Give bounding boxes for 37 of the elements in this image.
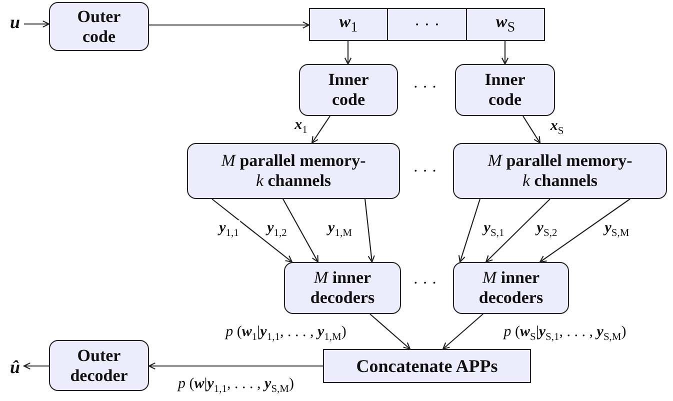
process-box: Outer decoder — [49, 340, 149, 391]
process-box: M parallel memory-k channels — [187, 143, 400, 199]
arrow — [501, 41, 509, 65]
edge-label: p (w|y$_{1,1}$, . . . , y$_{S,M}$) — [176, 376, 296, 396]
process-box: Concatenate APPs — [323, 349, 531, 383]
ellipsis-label: · · · — [413, 79, 437, 97]
codeword-cell: · · · — [387, 8, 467, 41]
symbol-label: û — [6, 355, 24, 379]
arrow — [370, 314, 411, 350]
symbol-label: u — [6, 10, 24, 34]
arrow — [539, 198, 630, 263]
arrow — [485, 198, 550, 263]
ellipsis-label: · · · — [413, 275, 437, 293]
process-box: M inner decoders — [284, 262, 401, 314]
ellipsis-label: · · · — [413, 163, 437, 181]
edge-label: y$_{1,1}$ — [218, 220, 240, 240]
arrow — [282, 198, 319, 263]
arrow — [212, 198, 293, 263]
arrow — [148, 362, 323, 370]
arrow — [344, 41, 352, 65]
arrow — [24, 20, 50, 28]
codeword-cell: w$_{S}$ — [466, 8, 545, 41]
process-box: M parallel memory-k channels — [453, 143, 667, 199]
process-box: M inner decoders — [453, 262, 569, 314]
codeword-cell: w$_{1}$ — [309, 8, 388, 41]
arrow — [458, 198, 481, 263]
arrow — [149, 21, 310, 29]
process-box: Inner code — [299, 64, 398, 116]
arrow — [23, 362, 49, 370]
process-box: Outer code — [49, 2, 149, 51]
arrow — [364, 198, 375, 263]
process-box: Inner code — [455, 64, 555, 116]
edge-label: p (w$_{1}$|y$_{1,1}$, . . . , y$_{1,M}$) — [224, 324, 348, 344]
arrow — [522, 116, 541, 144]
edge-label: p (w$_{S}$|y$_{S,1}$, . . . , y$_{S,M}$) — [502, 324, 628, 344]
arrow — [442, 314, 484, 350]
arrow — [311, 116, 330, 144]
